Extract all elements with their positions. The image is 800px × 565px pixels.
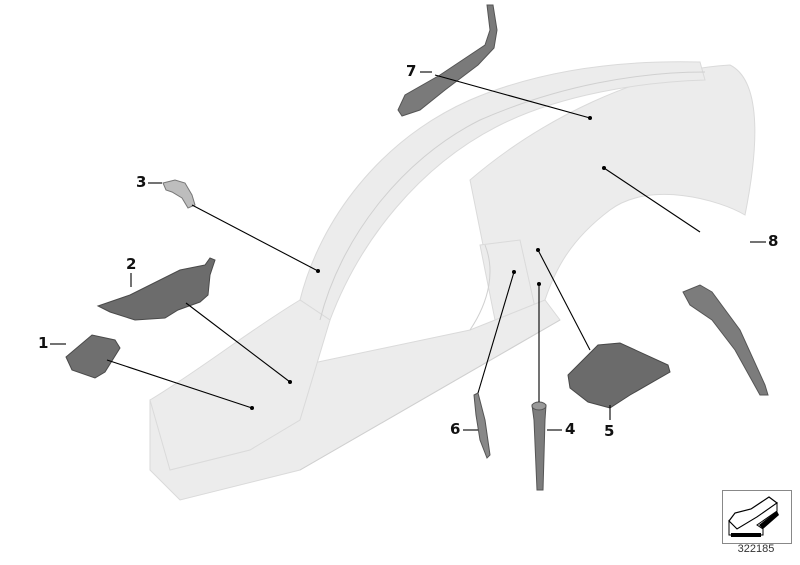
callout-4[interactable]: 4 [565,420,576,438]
part-5[interactable] [567,342,671,409]
body-side-frame [149,61,756,501]
callout-5[interactable]: 5 [604,422,615,440]
callout-2[interactable]: 2 [126,255,137,273]
callout-8[interactable]: 8 [768,232,779,250]
leader-dots [250,116,606,410]
part-7[interactable] [397,4,498,117]
part-6[interactable] [473,392,491,459]
part-3[interactable] [162,179,196,209]
callout-1[interactable]: 1 [38,334,49,352]
body-edges [299,71,706,471]
callout-3[interactable]: 3 [136,173,147,191]
direction-arrow-icon [722,490,792,544]
part-4[interactable] [531,404,547,491]
callout-7[interactable]: 7 [406,62,417,80]
arrow-glyph [728,496,779,537]
part-2[interactable] [96,257,216,321]
leader-lines [50,71,766,431]
part-4-head [531,401,547,411]
callout-6[interactable]: 6 [450,420,461,438]
diagram-id: 322185 [737,543,775,555]
part-1[interactable] [65,334,121,379]
part-8[interactable] [682,284,769,396]
